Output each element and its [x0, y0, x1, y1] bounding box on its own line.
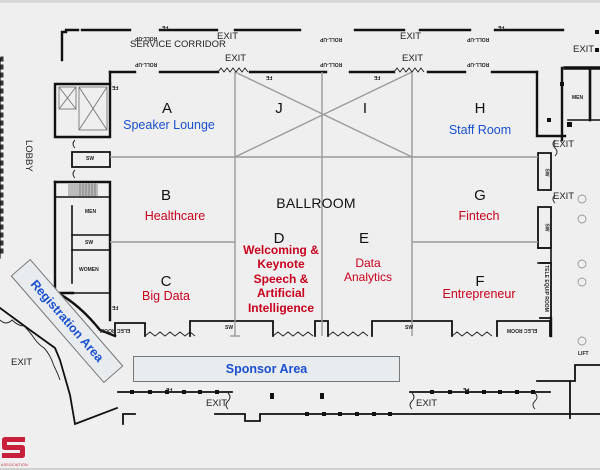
fe-marker-1: FE — [162, 24, 169, 30]
sw-label-east-2: SW — [543, 223, 550, 232]
room-d-name[interactable]: Welcoming & Keynote Speech & Artificial … — [243, 243, 319, 315]
room-c-letter: C — [160, 273, 172, 290]
rollup-door-label-5: ROLL-UP — [320, 36, 343, 42]
room-e-line-2: Analytics — [343, 270, 393, 285]
room-b-name[interactable]: Healthcare — [144, 209, 206, 223]
rollup-door-label-4: ROLL-UP — [467, 61, 490, 67]
exit-label-south-2: EXIT — [416, 398, 438, 409]
room-d-line-3: Speech & — [253, 271, 309, 286]
room-d-line-5: Intelligence — [247, 300, 315, 315]
logo-caption: ASSOCIATION — [1, 463, 28, 467]
room-h-letter: H — [474, 100, 486, 117]
sw-label-a: SW — [86, 156, 95, 162]
elec-room-west — [114, 322, 146, 337]
room-e-letter: E — [358, 230, 370, 247]
room-b-letter: B — [160, 187, 172, 204]
sw-label-bottom-1: SW — [225, 325, 234, 331]
room-i-letter: I — [362, 100, 368, 117]
fe-marker-8: FE — [463, 386, 470, 392]
room-e-name[interactable]: Data Analytics — [344, 256, 392, 285]
airwall-partitions — [110, 71, 538, 337]
room-g-letter: G — [474, 187, 486, 204]
room-d-line-4: Artificial — [256, 286, 306, 301]
elevator-icons — [58, 86, 108, 131]
logo-icon — [2, 437, 25, 458]
room-d-line-1: Welcoming & — [243, 243, 319, 257]
men-restroom-label: MEN — [85, 209, 97, 215]
room-d-line-2: Keynote — [257, 257, 305, 272]
rollup-door-label-3: ROLL-UP — [320, 61, 343, 67]
sw-bottom-center — [189, 320, 274, 337]
sponsor-area[interactable]: Sponsor Area — [133, 356, 400, 382]
room-f-name[interactable]: Entrepreneur — [442, 287, 516, 301]
room-a-letter: A — [161, 100, 173, 117]
rollup-door-label-6: ROLL-UP — [467, 36, 490, 42]
corridor-wall-west — [60, 28, 80, 62]
fe-marker-3: FE — [112, 84, 119, 90]
registration-outer-wall — [0, 306, 119, 426]
room-h-name[interactable]: Staff Room — [448, 123, 512, 137]
column-markers — [130, 30, 599, 416]
sw-label-bottom-2: SW — [405, 325, 414, 331]
logo: ASSOCIATION — [1, 437, 28, 467]
fe-marker-2: FE — [498, 24, 505, 30]
lift-label: LIFT — [578, 351, 589, 357]
room-a-name[interactable]: Speaker Lounge — [123, 118, 215, 132]
men-restroom-east-label: MEN — [572, 95, 584, 101]
round-tables — [577, 194, 587, 346]
room-g-name[interactable]: Fintech — [458, 209, 500, 223]
room-j-letter: J — [275, 100, 283, 117]
lobby-label: LOBBY — [23, 140, 34, 172]
room-d-letter: D — [273, 230, 285, 247]
staff-room-wall — [535, 70, 567, 138]
rollup-door-label-1: ROLL-UP — [135, 35, 158, 41]
sw-closet-a — [71, 151, 111, 168]
service-corridor-label: SERVICE CORRIDOR — [130, 39, 226, 50]
exit-label-staff: EXIT — [553, 139, 575, 150]
exit-label-ballroom-east: EXIT — [402, 53, 424, 64]
window-top-edge — [0, 0, 600, 3]
women-restroom-label: WOMEN — [79, 267, 99, 273]
room-c-name[interactable]: Big Data — [142, 289, 190, 303]
restroom-block-west — [53, 180, 75, 295]
ballroom-label: BALLROOM — [276, 195, 356, 211]
restroom-block-east — [53, 180, 112, 322]
sw-closet-g — [537, 152, 552, 191]
fe-marker-4: FE — [266, 74, 273, 80]
room-f-letter: F — [475, 273, 485, 290]
exit-label-east: EXIT — [553, 191, 575, 202]
elec-room-label-west: ELEC ROOM — [100, 327, 131, 333]
room-e-line-1: Data — [355, 256, 381, 270]
door-swings — [0, 67, 558, 410]
tele-equip-room — [539, 262, 552, 319]
sw-label-east-1: SW — [543, 168, 550, 177]
exit-label-corridor-west: EXIT — [217, 31, 239, 42]
rollup-door-label-2: ROLL-UP — [135, 61, 158, 67]
elevator-block — [53, 82, 112, 139]
exit-label-northeast: EXIT — [573, 44, 595, 55]
fe-marker-7: FE — [166, 386, 173, 392]
south-outer-wall — [214, 413, 600, 422]
fe-marker-5: FE — [374, 74, 381, 80]
exit-label-south-1: EXIT — [206, 398, 228, 409]
exit-label-corridor-east: EXIT — [400, 31, 422, 42]
elec-room-label-east: ELEC ROOM — [507, 327, 538, 333]
sw-label-b: SW — [85, 240, 94, 246]
tele-equip-room-label: TELE EQUIP ROOM — [542, 265, 549, 312]
window-bottom-edge — [0, 468, 600, 470]
fe-marker-6: FE — [112, 304, 119, 310]
exit-label-southwest: EXIT — [11, 357, 33, 368]
exit-label-ballroom-west: EXIT — [225, 53, 247, 64]
